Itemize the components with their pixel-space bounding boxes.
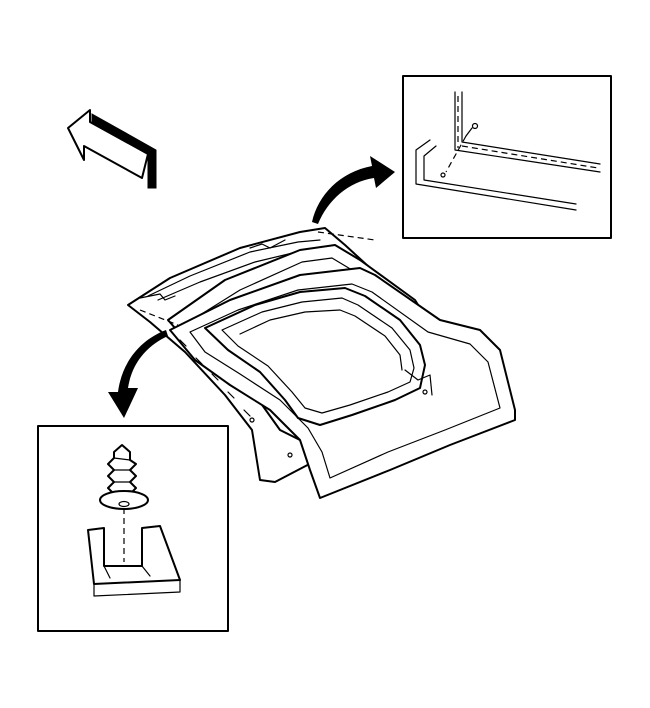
edge-fastener-marks <box>179 339 251 417</box>
u-clip-icon <box>87 525 181 597</box>
curved-callout-arrow-icon <box>108 330 168 418</box>
screw-retainer-icon <box>99 444 149 510</box>
direction-arrow-icon <box>67 109 157 189</box>
inset-top-right <box>402 75 612 239</box>
outer-panel <box>169 267 516 499</box>
inset-bottom-left <box>37 425 229 632</box>
left-leader-line <box>139 309 179 326</box>
curved-callout-arrow-icon <box>312 156 395 224</box>
